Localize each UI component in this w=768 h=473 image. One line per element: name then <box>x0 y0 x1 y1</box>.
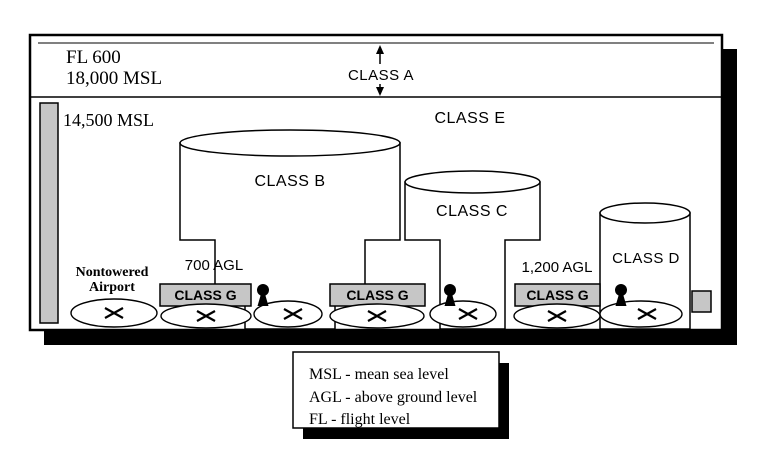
legend-fl: FL - flight level <box>309 411 411 428</box>
class-b-body <box>179 142 401 330</box>
class-d-label: CLASS D <box>612 250 680 267</box>
class-g-box-3: CLASS G <box>514 283 601 307</box>
legend-msl: MSL - mean sea level <box>309 366 449 383</box>
agl-700-label: 700 AGL <box>185 257 243 274</box>
control-tower-icon <box>444 284 456 306</box>
class-c-top-ellipse <box>404 170 541 194</box>
class-g-label: CLASS G <box>174 287 236 303</box>
class-d-top-ellipse <box>599 202 691 224</box>
airport-ellipse <box>599 300 683 328</box>
runway-x-icon <box>547 310 567 322</box>
class-a-band: FL 600 18,000 MSL CLASS A <box>66 45 414 96</box>
agl-1200-label: 1,200 AGL <box>522 259 593 276</box>
nontowered-line2: Airport <box>89 280 135 295</box>
class-b-label: CLASS B <box>254 173 325 190</box>
class-a-label: CLASS A <box>348 67 414 84</box>
runway-x-icon <box>104 307 124 319</box>
runway-x-icon <box>283 308 303 320</box>
fl600-label: FL 600 <box>66 47 121 68</box>
class-c-airspace: CLASS C <box>404 170 541 330</box>
class-b-airspace: CLASS B <box>179 129 401 330</box>
arrow-down-icon <box>376 87 384 96</box>
control-tower-icon <box>615 284 627 306</box>
control-tower-icon <box>257 284 269 306</box>
class-c-body <box>404 181 541 330</box>
class-e-label: CLASS E <box>434 110 505 127</box>
arrow-up-icon <box>376 45 384 54</box>
legend-box <box>292 351 500 429</box>
runway-x-icon <box>196 310 216 322</box>
airport-ellipses <box>70 298 683 329</box>
class-g-box-2: CLASS G <box>329 283 426 307</box>
airport-ellipse <box>253 300 323 328</box>
legend-agl: AGL - above ground level <box>309 389 478 406</box>
nontowered-airport-label: Nontowered Airport <box>76 265 149 295</box>
class-a-extent-arrow <box>376 45 384 96</box>
msl-14500-label: 14,500 MSL <box>63 110 154 130</box>
runway-x-icon <box>458 308 478 320</box>
class-g-box-1: CLASS G <box>159 283 252 307</box>
class-c-label: CLASS C <box>436 203 508 220</box>
class-g-label: CLASS G <box>346 287 408 303</box>
nontowered-line1: Nontowered <box>76 265 149 280</box>
control-towers <box>257 284 627 306</box>
msl-18000-label: 18,000 MSL <box>66 68 162 89</box>
runway-x-icon <box>637 308 657 320</box>
class-g-label: CLASS G <box>526 287 588 303</box>
class-b-top-ellipse <box>179 129 401 157</box>
legend: MSL - mean sea level AGL - above ground … <box>292 351 509 439</box>
airport-ellipse <box>429 300 497 328</box>
right-edge-gray-block <box>691 290 712 313</box>
left-altitude-bar <box>39 102 59 324</box>
runway-x-icon <box>367 310 387 322</box>
